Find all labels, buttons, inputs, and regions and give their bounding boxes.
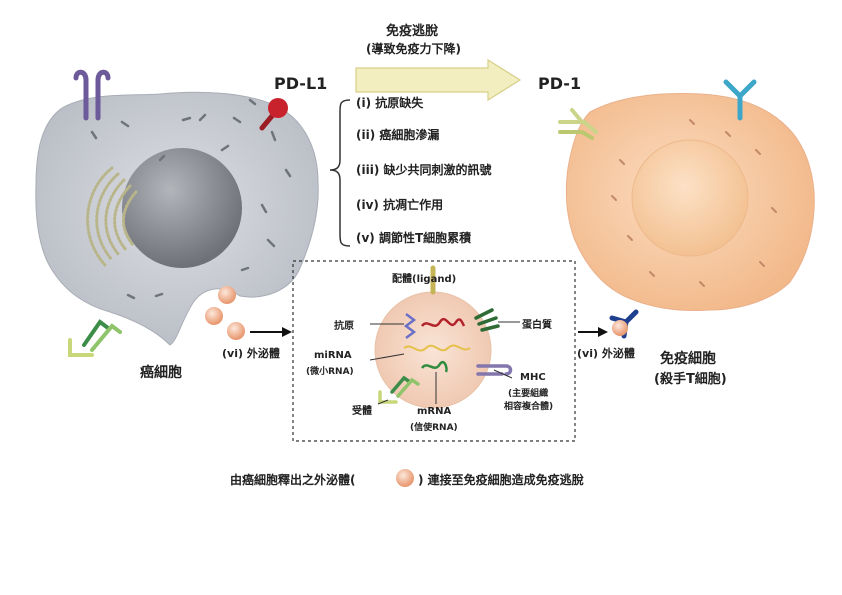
mhc-sublabel-1: (主要組織 <box>508 389 549 399</box>
mrna-sublabel: (信使RNA) <box>410 423 458 433</box>
ligand-label: 配體(ligand) <box>392 274 457 285</box>
mrna-label: mRNA <box>417 406 452 417</box>
immune-nucleus <box>631 139 749 257</box>
caption-start: 由癌細胞釋出之外泌體( <box>230 473 356 487</box>
exosome-left-label: (vi) 外泌體 <box>222 347 280 360</box>
exosome-detail-box <box>292 260 576 442</box>
exosome-cluster <box>205 286 245 340</box>
cancer-cell-label: 癌細胞 <box>140 365 182 381</box>
arrow-to-detail <box>250 327 292 337</box>
antigen-icon <box>403 313 417 339</box>
arrow-title: 免疫逃脫 <box>386 24 439 39</box>
leader-lines <box>369 321 520 405</box>
exosome-right-label: (vi) 外泌體 <box>577 347 635 360</box>
mechanism-2: (ii) 癌細胞滲漏 <box>356 128 440 142</box>
antibody-icon <box>723 79 757 121</box>
mirna-sublabel: (微小RNA) <box>306 367 354 377</box>
mhc-sublabel-2: 相容複合體) <box>504 402 554 412</box>
arrow-subtitle: (導致免疫力下降) <box>366 42 461 56</box>
mhc-receptor-icon <box>73 69 111 121</box>
rna-red-icon <box>421 317 466 327</box>
pd-l1-icon <box>259 98 288 131</box>
caption-end: ) 連接至免疫細胞造成免疫逃脫 <box>418 473 584 487</box>
mechanism-1: (i) 抗原缺失 <box>356 96 424 110</box>
mechanism-4: (iv) 抗凋亡作用 <box>356 198 444 212</box>
immune-cell-sublabel: (殺手T細胞) <box>654 372 727 387</box>
mrna-icon <box>421 360 448 373</box>
caption-exosome-icon <box>396 469 414 487</box>
mechanism-brace <box>329 99 351 247</box>
exo-receptor-icon <box>378 375 420 404</box>
immune-organelles <box>611 119 777 287</box>
pd-1-label: PD-1 <box>538 74 582 93</box>
bound-exosome <box>612 320 628 336</box>
arrow-to-immune <box>578 327 608 337</box>
mirna-icon <box>403 344 471 352</box>
cancer-nucleus <box>122 148 242 268</box>
immune-escape-arrow <box>355 58 522 102</box>
immune-cell-label: 免疫細胞 <box>660 351 716 367</box>
protein-label: 蛋白質 <box>522 320 552 331</box>
receptor-icon <box>68 319 122 357</box>
mechanism-5: (v) 調節性T細胞累積 <box>356 231 472 245</box>
pd-l1-label: PD-L1 <box>274 74 328 93</box>
mhc-icon <box>476 364 513 376</box>
mhc-label: MHC <box>520 372 546 383</box>
endoplasmic-reticulum-icon <box>86 166 138 267</box>
protein-icon <box>474 308 500 332</box>
cancer-organelles <box>90 98 292 300</box>
mirna-label: miRNA <box>314 350 352 361</box>
receptor-label: 受體 <box>352 406 372 417</box>
pd-1-icon <box>558 108 598 140</box>
antigen-label: 抗原 <box>334 321 354 332</box>
mechanism-3: (iii) 缺少共同刺激的訊號 <box>356 163 492 177</box>
